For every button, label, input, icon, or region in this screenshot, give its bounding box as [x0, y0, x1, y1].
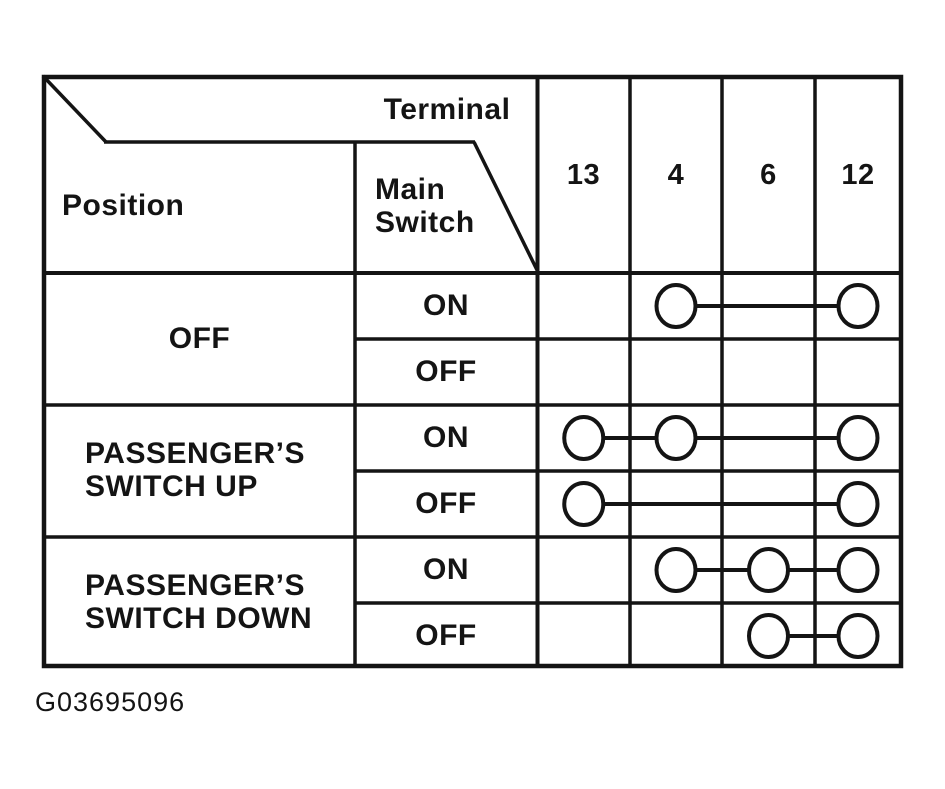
continuity-terminal-circle [836, 547, 880, 593]
terminal-header-label: Terminal [383, 93, 511, 126]
position-label-passenger-switch-down: PASSENGER’S SWITCH DOWN [85, 569, 312, 635]
continuity-terminal-circle [654, 415, 698, 461]
main-switch-header-line1: Main [375, 173, 446, 206]
main-switch-cell-off-off: OFF [415, 355, 477, 388]
position-label-line1: PASSENGER’S [85, 437, 305, 470]
continuity-terminal-circle [836, 481, 880, 527]
main-switch-header-label: Main Switch [375, 173, 475, 239]
continuity-terminal-circle [654, 283, 698, 329]
terminal-col-12: 12 [841, 159, 875, 191]
position-label-line2: SWITCH UP [85, 470, 258, 503]
main-switch-header-line2: Switch [375, 206, 475, 239]
main-switch-cell-down-on: ON [423, 553, 469, 586]
main-switch-cell-up-off: OFF [415, 487, 477, 520]
main-switch-cell-up-on: ON [423, 421, 469, 454]
table-borders [41, 74, 904, 669]
continuity-terminal-circle [747, 613, 790, 659]
continuity-terminal-circle [836, 415, 880, 461]
continuity-terminal-circle [562, 415, 606, 461]
position-label-line1: PASSENGER’S [85, 569, 305, 602]
continuity-terminal-circle [836, 613, 880, 659]
continuity-marks [562, 283, 880, 659]
position-label-off: OFF [168, 322, 231, 355]
main-switch-cell-down-off: OFF [415, 619, 477, 652]
figure-id: G03695096 [35, 687, 186, 717]
terminal-col-13: 13 [566, 159, 601, 191]
position-label-passenger-switch-up: PASSENGER’S SWITCH UP [85, 437, 305, 503]
terminal-col-4: 4 [667, 159, 685, 191]
position-header-label: Position [62, 189, 185, 222]
header-diagonal-main-switch [472, 141, 540, 273]
header-diagonal-left [41, 74, 108, 144]
continuity-terminal-circle [747, 547, 790, 593]
terminal-col-6: 6 [760, 159, 777, 191]
continuity-terminal-circle [654, 547, 698, 593]
table-outer-border [41, 74, 904, 669]
continuity-terminal-circle [836, 283, 880, 329]
continuity-terminal-circle [562, 481, 606, 527]
position-label-line2: SWITCH DOWN [85, 602, 313, 635]
main-switch-cell-off-on: ON [423, 289, 469, 322]
